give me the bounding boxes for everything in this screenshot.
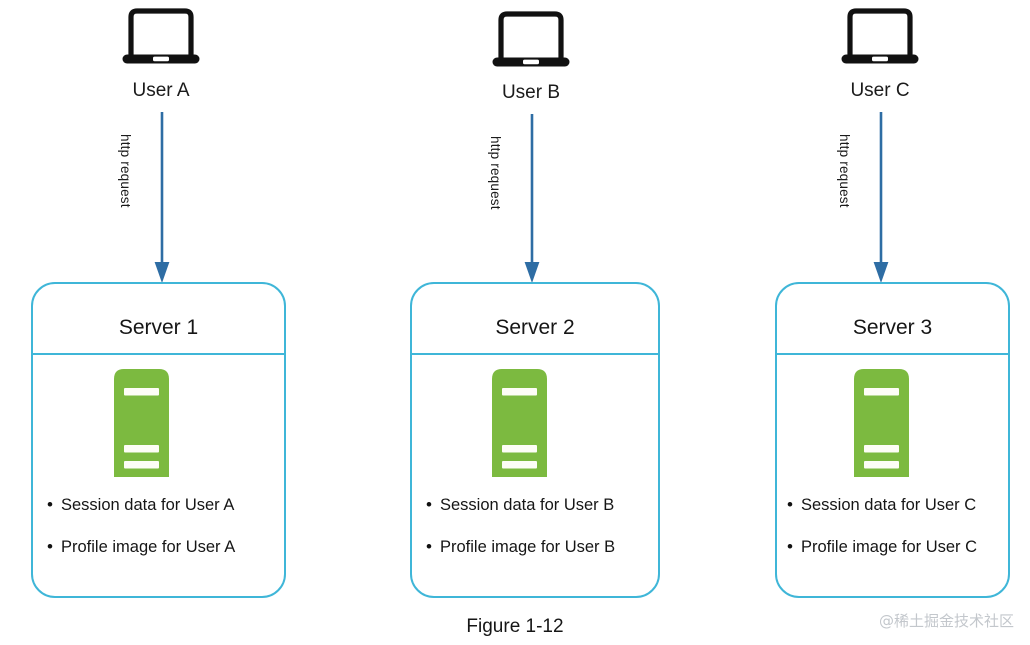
server-item-list: • Session data for User C • Profile imag…	[777, 495, 1008, 579]
list-item-label: Session data for User A	[61, 496, 235, 514]
list-item: • Session data for User B	[426, 495, 658, 515]
list-item-label: Session data for User C	[801, 496, 977, 514]
server-rack-icon	[492, 369, 547, 477]
arrow-label: http request	[837, 134, 852, 208]
list-item: • Profile image for User A	[47, 537, 284, 557]
list-item: • Session data for User A	[47, 495, 284, 515]
column-user-c: User C http request Server 3	[735, 0, 1030, 645]
list-item-label: Profile image for User B	[440, 538, 616, 556]
laptop-icon	[121, 8, 201, 66]
server-rack-icon	[114, 369, 169, 477]
bullet-icon: •	[47, 537, 53, 556]
bullet-icon: •	[47, 495, 53, 514]
bullet-icon: •	[787, 537, 793, 556]
server-card: Server 1 • Session data for User A • Pro…	[31, 282, 286, 598]
down-arrow-icon	[524, 114, 540, 284]
bullet-icon: •	[787, 495, 793, 514]
list-item-label: Profile image for User C	[801, 538, 978, 556]
bullet-icon: •	[426, 537, 432, 556]
arrow-label: http request	[118, 134, 133, 208]
server-title: Server 3	[852, 316, 933, 339]
server-card: Server 3 • Session data for User C • Pro…	[775, 282, 1010, 598]
column-user-b: User B http request Server 2	[375, 0, 695, 645]
laptop-icon	[491, 11, 571, 69]
list-item: • Profile image for User B	[426, 537, 658, 557]
down-arrow-icon	[154, 112, 170, 284]
server-title: Server 2	[495, 316, 575, 339]
down-arrow-icon	[873, 112, 889, 284]
figure-caption: Figure 1-12	[466, 616, 564, 637]
server-item-list: • Session data for User A • Profile imag…	[33, 495, 284, 579]
user-label: User B	[501, 82, 561, 103]
user-label: User A	[132, 80, 190, 101]
watermark: @稀土掘金技术社区	[878, 612, 1014, 630]
bullet-icon: •	[426, 495, 432, 514]
arrow-label: http request	[488, 136, 503, 210]
server-item-list: • Session data for User B • Profile imag…	[412, 495, 658, 579]
server-card: Server 2 • Session data for User B • Pro…	[410, 282, 660, 598]
list-item: • Profile image for User C	[787, 537, 1008, 557]
list-item: • Session data for User C	[787, 495, 1008, 515]
title-divider	[412, 353, 658, 355]
laptop-icon	[840, 8, 920, 66]
title-divider	[777, 353, 1008, 355]
title-divider	[33, 353, 284, 355]
server-title: Server 1	[118, 316, 199, 339]
list-item-label: Session data for User B	[440, 496, 615, 514]
server-rack-icon	[854, 369, 909, 477]
column-user-a: User A http request Server 1	[0, 0, 320, 645]
user-label: User C	[850, 80, 910, 101]
list-item-label: Profile image for User A	[61, 538, 236, 556]
